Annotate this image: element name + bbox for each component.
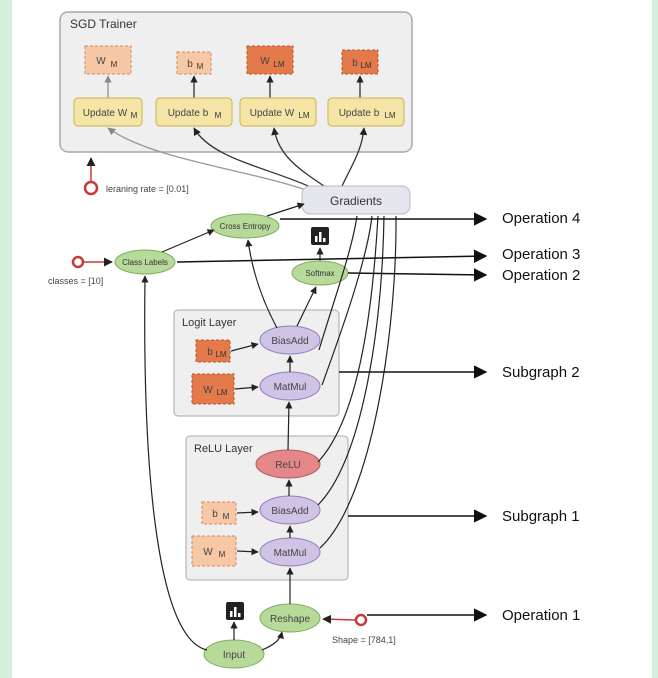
operation-2-label: Operation 2: [502, 267, 580, 284]
relu-node: ReLU: [255, 449, 321, 479]
svg-text:MatMul: MatMul: [274, 382, 307, 393]
svg-text:W: W: [260, 56, 270, 67]
classlabels-to-crossentropy-edge: [161, 229, 215, 253]
operation-arrows: [176, 212, 488, 622]
relu-layer-panel: ReLU Layer ReLU b M W M BiasAdd MatMul: [185, 435, 349, 581]
logit-layer-title: Logit Layer: [182, 317, 237, 329]
crossentropy-to-gradients-edge: [266, 202, 305, 217]
param-w-lm-logit: W LM: [191, 373, 235, 405]
logit-to-crossentropy-edge: [245, 239, 278, 329]
gradient-to-update-edges: [107, 127, 368, 193]
logit-biasadd-node: BiasAdd: [259, 325, 321, 355]
update-b-lm: Update b LM: [327, 97, 405, 127]
svg-text:M: M: [223, 512, 230, 521]
svg-text:Class Labels: Class Labels: [122, 258, 168, 267]
param-w-lm: W LM: [246, 45, 294, 75]
cross-entropy-node: Cross Entropy: [210, 213, 280, 239]
svg-text:LM: LM: [298, 111, 309, 120]
svg-text:M: M: [215, 111, 222, 120]
relu-layer-title: ReLU Layer: [194, 443, 253, 455]
svg-text:M: M: [219, 550, 226, 559]
sgd-trainer-title: SGD Trainer: [70, 17, 137, 31]
operation-3-label: Operation 3: [502, 246, 580, 263]
svg-text:b: b: [212, 509, 218, 520]
subgraph-2-label: Subgraph 2: [502, 364, 580, 381]
logit-layer-panel: Logit Layer b LM W LM BiasAdd MatMul: [173, 309, 340, 417]
svg-text:LM: LM: [384, 111, 395, 120]
class-labels-node: Class Labels: [114, 249, 176, 275]
logit-matmul-node: MatMul: [259, 371, 321, 401]
svg-text:Softmax: Softmax: [305, 269, 334, 278]
svg-text:Reshape: Reshape: [270, 614, 310, 625]
relu-matmul-node: MatMul: [259, 537, 321, 567]
operation-4-label: Operation 4: [502, 210, 580, 227]
svg-text:MatMul: MatMul: [274, 548, 307, 559]
param-b-lm: b LM: [341, 49, 379, 75]
svg-text:BiasAdd: BiasAdd: [271, 506, 308, 517]
svg-text:Update W: Update W: [250, 108, 295, 119]
summary-icon-bottom: [226, 602, 244, 620]
svg-text:LM: LM: [360, 61, 371, 70]
relu-biasadd-node: BiasAdd: [259, 495, 321, 525]
svg-text:W: W: [203, 547, 213, 558]
softmax-node: Softmax: [291, 260, 349, 286]
svg-text:M: M: [197, 62, 204, 71]
shape-label: Shape = [784,1]: [332, 635, 396, 645]
update-w-lm: Update W LM: [239, 97, 317, 127]
param-b-lm-logit: b LM: [195, 339, 231, 363]
input-node: Input: [203, 639, 265, 669]
svg-text:BiasAdd: BiasAdd: [271, 336, 308, 347]
svg-text:M: M: [131, 111, 138, 120]
learning-rate-control: leraning rate = [0.01]: [83, 157, 189, 196]
svg-text:M: M: [111, 60, 118, 69]
svg-text:Gradients: Gradients: [330, 194, 382, 208]
svg-text:b: b: [352, 58, 358, 69]
logit-to-softmax-edge: [296, 286, 317, 327]
param-b-m: b M: [176, 51, 212, 75]
update-w-m: Update W M: [73, 97, 143, 127]
svg-text:Cross Entropy: Cross Entropy: [220, 222, 271, 231]
tensorflow-graph-diagram: SGD Trainer W M b M W LM b LM: [48, 11, 580, 669]
classes-label: classes = [10]: [48, 276, 103, 286]
classes-control: classes = [10]: [48, 255, 113, 286]
svg-text:b: b: [207, 347, 213, 358]
svg-text:Update W: Update W: [83, 108, 128, 119]
svg-text:W: W: [203, 385, 213, 396]
svg-text:W: W: [96, 56, 106, 67]
relu-to-logit-edge: [285, 401, 293, 451]
svg-text:LM: LM: [215, 350, 226, 359]
svg-text:Update b: Update b: [168, 108, 209, 119]
svg-text:LM: LM: [273, 60, 284, 69]
subgraph-1-label: Subgraph 1: [502, 508, 580, 525]
param-b-m-relu: b M: [201, 501, 237, 525]
param-w-m-relu: W M: [191, 535, 237, 567]
param-w-m: W M: [84, 45, 132, 75]
update-b-m: Update b M: [155, 97, 233, 127]
learning-rate-label: leraning rate = [0.01]: [106, 184, 189, 194]
svg-text:Input: Input: [223, 650, 245, 661]
summary-icon-top: [311, 227, 329, 245]
sgd-trainer-panel: SGD Trainer W M b M W LM b LM: [59, 11, 413, 153]
gradients-node: Gradients: [301, 185, 411, 215]
svg-text:LM: LM: [216, 388, 227, 397]
svg-text:Update b: Update b: [339, 108, 380, 119]
shape-control: Shape = [784,1]: [322, 613, 396, 645]
gradient-feedback-edges: [317, 215, 397, 549]
diagram-frame: SGD Trainer W M b M W LM b LM: [12, 0, 652, 678]
operation-1-label: Operation 1: [502, 607, 580, 624]
svg-text:b: b: [187, 59, 193, 70]
svg-text:ReLU: ReLU: [275, 460, 301, 471]
input-to-classlabels-edge: [141, 275, 208, 651]
reshape-node: Reshape: [259, 603, 321, 633]
